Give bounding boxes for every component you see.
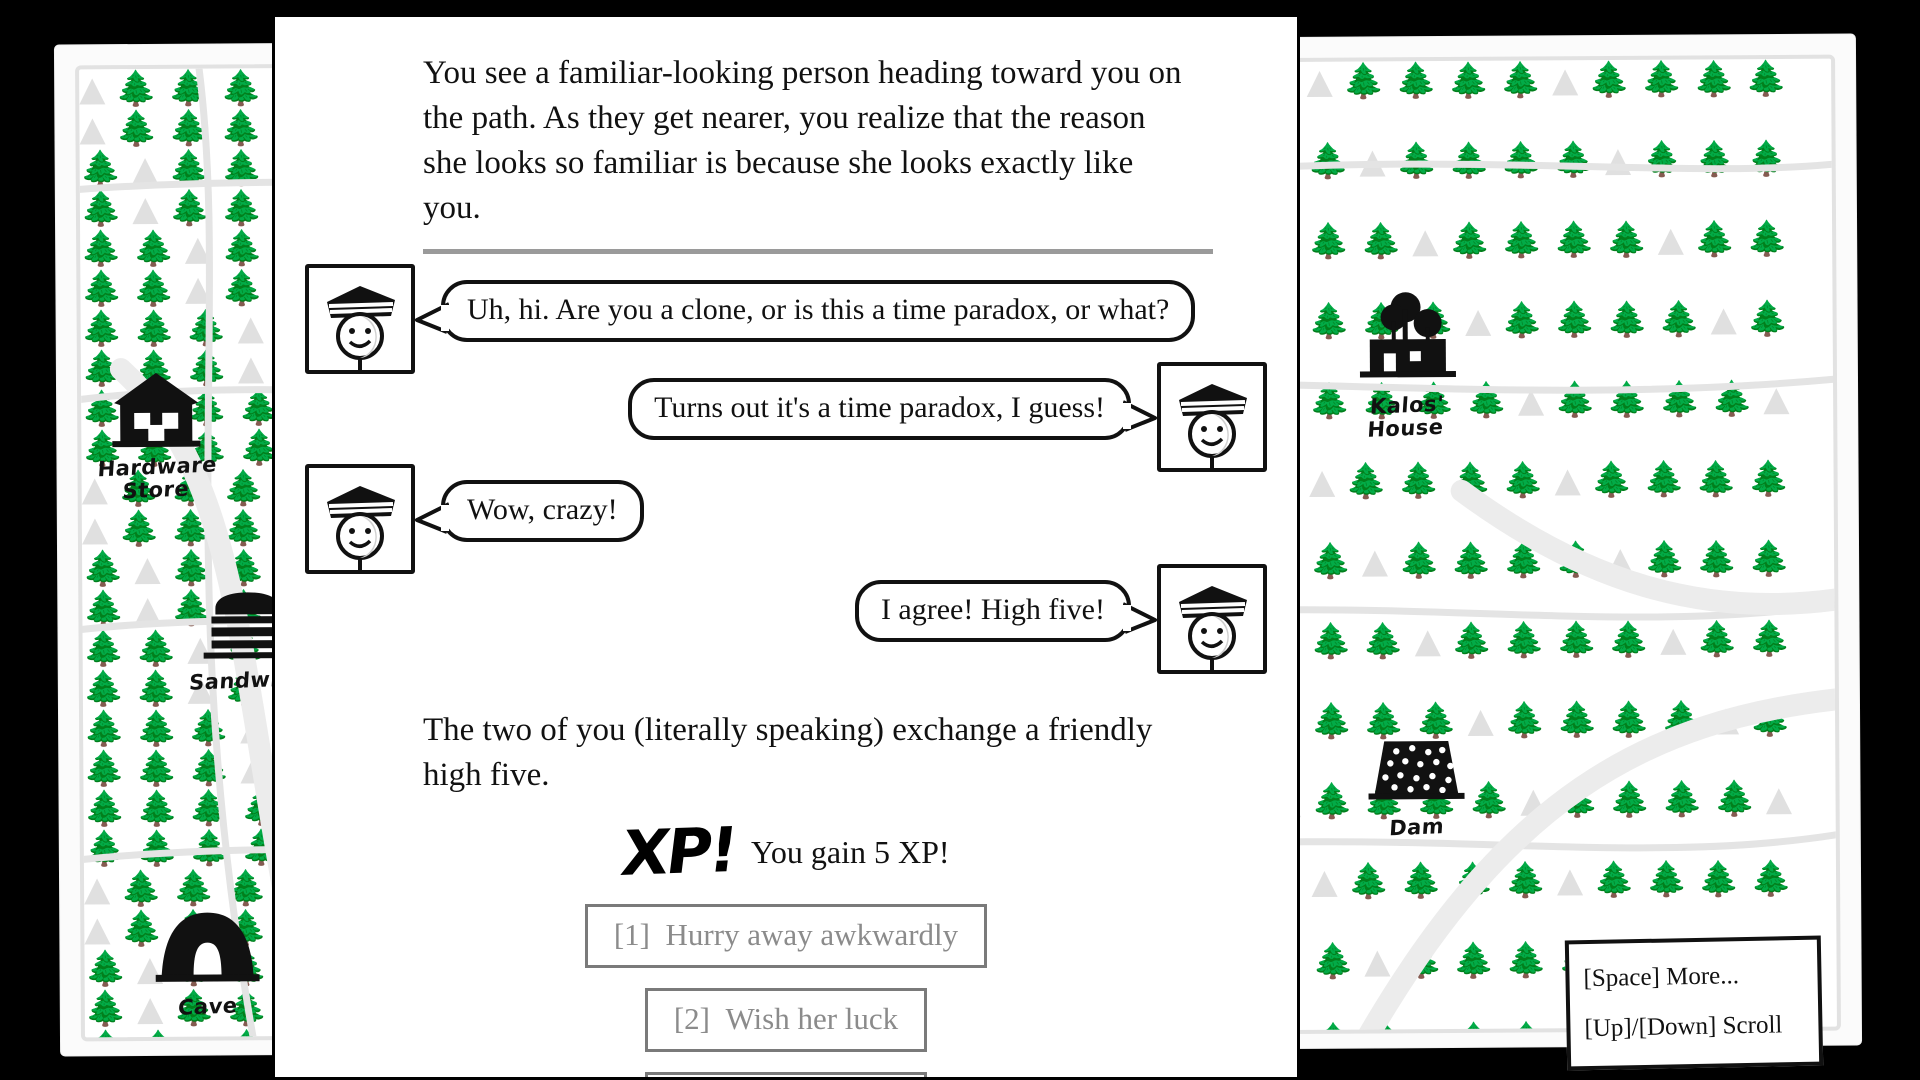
speech-bubble: Turns out it's a time paradox, I guess! bbox=[628, 378, 1157, 440]
landmark-hardware-store[interactable]: Hardware Store bbox=[75, 368, 242, 504]
choice-label: Hurry away awkwardly bbox=[665, 917, 959, 952]
choice-key: [1] bbox=[613, 917, 650, 952]
bubble-tail-icon bbox=[1123, 400, 1157, 432]
choice-option-1[interactable]: [1] Hurry away awkwardly bbox=[584, 904, 988, 968]
dam-icon bbox=[1331, 733, 1501, 815]
choice-label: Wish her luck bbox=[725, 1001, 899, 1036]
xp-award-text: You gain 5 XP! bbox=[750, 833, 950, 870]
help-box: [Space] More... [Up]/[Down] Scroll bbox=[1564, 935, 1824, 1071]
choice-key: [2] bbox=[673, 1001, 710, 1036]
portrait-player bbox=[305, 264, 415, 374]
landmark-label: Dam bbox=[1388, 814, 1445, 841]
speech-bubble: Uh, hi. Are you a clone, or is this a ti… bbox=[415, 280, 1196, 342]
speech-bubble: I agree! High five! bbox=[854, 580, 1157, 642]
dialogue-line: Turns out it's a time paradox, I guess! bbox=[305, 362, 1267, 472]
help-scroll: [Up]/[Down] Scroll bbox=[1584, 1011, 1783, 1043]
portrait-player bbox=[305, 464, 415, 574]
landmark-label: Kalos' House bbox=[1366, 391, 1445, 442]
bubble-text: Uh, hi. Are you a clone, or is this a ti… bbox=[467, 293, 1170, 326]
choice-option-2[interactable]: [2] Wish her luck bbox=[644, 988, 928, 1052]
landmark-label: Cave bbox=[177, 993, 239, 1020]
landmark-sandwich[interactable]: Sandwich bbox=[162, 590, 333, 695]
cave-icon bbox=[122, 910, 293, 994]
house-icon bbox=[75, 368, 241, 454]
house-with-trees-icon bbox=[1320, 291, 1491, 393]
choice-option-3[interactable]: [3] Wish her well bbox=[644, 1072, 928, 1077]
help-more: [Space] More... bbox=[1583, 962, 1740, 993]
intro-narration: You see a familiar-looking person headin… bbox=[423, 55, 1182, 226]
dialogue-line: Wow, crazy! bbox=[305, 464, 1267, 574]
dialogue-line: Uh, hi. Are you a clone, or is this a ti… bbox=[305, 264, 1267, 374]
portrait-clone bbox=[1157, 564, 1267, 674]
bubble-text: Wow, crazy! bbox=[467, 493, 618, 526]
xp-badge-icon: XP! bbox=[617, 813, 740, 890]
landmark-label: Hardware Store bbox=[96, 452, 218, 504]
landmark-kalos-house[interactable]: Kalos' House bbox=[1320, 291, 1491, 442]
portrait-clone bbox=[1157, 362, 1267, 472]
landmark-cave[interactable]: Cave bbox=[122, 910, 293, 1020]
speech-bubble: Wow, crazy! bbox=[415, 480, 644, 542]
bubble-text: I agree! High five! bbox=[880, 593, 1105, 626]
bubble-tail-icon bbox=[1123, 602, 1157, 634]
bubble-text: Turns out it's a time paradox, I guess! bbox=[654, 391, 1105, 424]
dialogue-panel: You see a familiar-looking person headin… bbox=[272, 14, 1300, 1080]
choice-list: [1] Hurry away awkwardly [2] Wish her lu… bbox=[305, 904, 1267, 1077]
divider-rule bbox=[423, 249, 1213, 254]
dialogue-line: I agree! High five! bbox=[305, 564, 1267, 674]
resolution-narration: The two of you (literally speaking) exch… bbox=[423, 712, 1153, 793]
xp-award: XP! You gain 5 XP! bbox=[305, 813, 1267, 890]
sandwich-icon bbox=[162, 590, 332, 668]
bubble-tail-icon bbox=[415, 502, 449, 534]
bubble-tail-icon bbox=[415, 302, 449, 334]
landmark-dam[interactable]: Dam bbox=[1331, 733, 1502, 840]
